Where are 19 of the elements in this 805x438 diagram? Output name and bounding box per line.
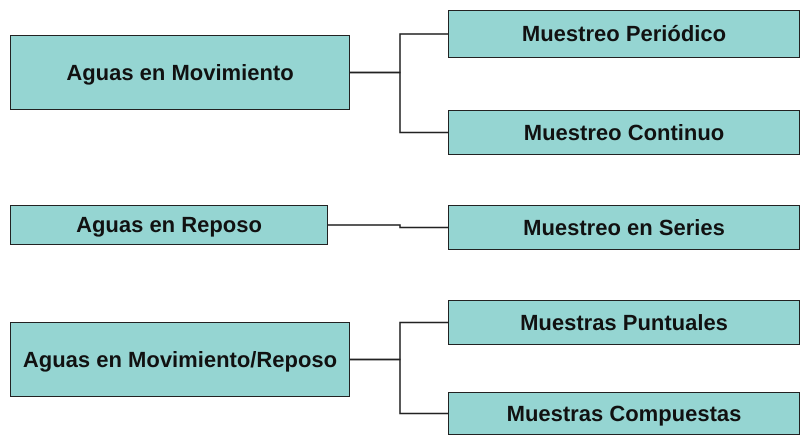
process-box <box>448 110 800 155</box>
process-box <box>10 205 328 245</box>
box-label: Muestreo Periódico <box>522 21 726 47</box>
process-box <box>10 322 350 397</box>
process-box <box>448 392 800 435</box>
connector-line <box>328 224 448 228</box>
process-box <box>448 10 800 58</box>
box-label: Aguas en Movimiento/Reposo <box>22 346 338 372</box>
box-label: Aguas en Movimiento <box>66 60 294 86</box>
box-label: Muestreo Continuo <box>524 120 724 146</box>
box-label: Aguas en Reposo <box>76 212 262 238</box>
box-label: Muestreo en Series <box>523 214 725 240</box>
box-label: Muestras Puntuales <box>520 310 728 336</box>
box-label: Muestras Compuestas <box>506 400 742 426</box>
process-box <box>448 205 800 250</box>
connector-line <box>350 358 448 414</box>
process-box <box>10 35 350 110</box>
connector-line <box>350 72 448 134</box>
process-box <box>448 300 800 345</box>
